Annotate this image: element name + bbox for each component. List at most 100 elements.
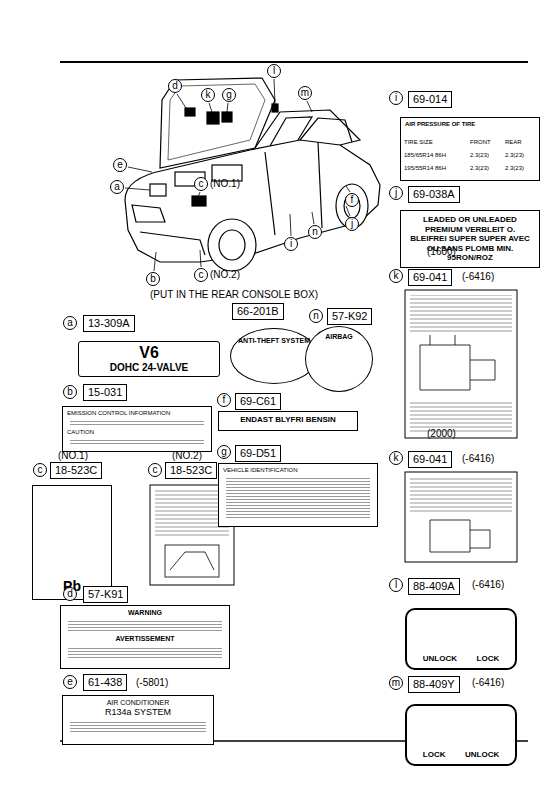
- callout-letter: n: [309, 309, 323, 323]
- part-number-box: 57-K91: [83, 586, 128, 603]
- label-text: LOCK: [477, 654, 500, 664]
- callout-letter: c: [194, 177, 208, 191]
- callout-letter: g: [217, 445, 231, 459]
- note-text: (-6416): [472, 579, 504, 591]
- label-text: VEHICLE IDENTIFICATION: [223, 467, 373, 474]
- callout-letter: g: [222, 88, 236, 102]
- callout-letter: j: [389, 186, 403, 200]
- table-cell: TIRE SIZE: [404, 139, 433, 146]
- note-text: (NO.1): [58, 450, 88, 462]
- part-number-box: 88-409A: [408, 578, 460, 595]
- label-text: 57-K91: [88, 588, 123, 601]
- callout-letter: k: [389, 269, 403, 283]
- table-cell: 2.3(23): [470, 165, 489, 172]
- fine-print-lines: [70, 438, 204, 446]
- sticker-art: [45, 140, 538, 736]
- label-text: 69-041: [413, 453, 447, 466]
- callout-letter: n: [308, 225, 322, 239]
- label-sticker: UNLOCKLOCK: [405, 608, 517, 670]
- part-number-box: 13-309A: [83, 315, 135, 332]
- callout-letter: m: [298, 86, 312, 100]
- label-text: 69-D51: [240, 447, 276, 460]
- label-text: 57-K92: [332, 310, 367, 323]
- table-cell: 195/55R14 86H: [404, 165, 446, 172]
- part-number-box: 66-201B: [232, 303, 284, 320]
- label-text: AVERTISSEMENT: [65, 635, 225, 643]
- label-text: 13-309A: [88, 317, 130, 330]
- note-text: (NO.2): [172, 450, 202, 462]
- note-text: (2000): [427, 428, 456, 440]
- label-text: 88-409Y: [413, 678, 455, 691]
- callout-letter: c: [148, 463, 162, 477]
- part-number-box: 57-K92: [327, 308, 372, 325]
- label-sticker: ENDAST BLYFRI BENSIN: [218, 411, 358, 431]
- part-number-box: 61-438: [83, 674, 127, 691]
- callout-letter: d: [63, 587, 77, 601]
- callout-letter: b: [63, 385, 77, 399]
- label-text: ANTI-THEFT SYSTEM: [237, 337, 311, 345]
- label-text: DOHC 24-VALVE: [82, 362, 216, 374]
- callout-letter: f: [345, 193, 359, 207]
- fine-print-lines: [68, 619, 222, 633]
- callout-letter: c: [194, 268, 208, 282]
- label-text: AIR CONDITIONER: [67, 699, 209, 707]
- label-text: 61-438: [88, 676, 122, 689]
- part-number-box: 69-C61: [235, 393, 281, 410]
- callout-letter: j: [345, 217, 359, 231]
- label-sticker: AIR CONDITIONERR134a SYSTEM: [62, 695, 214, 745]
- label-text: AIRBAG: [310, 333, 368, 341]
- label-text: ENDAST BLYFRI BENSIN: [223, 415, 353, 425]
- label-text: 69-041: [413, 271, 447, 284]
- callout-letter: c: [33, 463, 47, 477]
- label-sticker: AIRBAG: [305, 326, 373, 392]
- fine-print-lines: [70, 419, 204, 427]
- label-text: LOCK: [423, 750, 446, 760]
- fine-print-lines: [68, 646, 222, 660]
- label-text: WARNING: [65, 609, 225, 617]
- note-text: (-6416): [472, 677, 504, 689]
- label-sticker: LEADED OR UNLEADED PREMIUM VERBLEIT O. B…: [400, 210, 540, 268]
- note-text: (NO.1): [210, 178, 240, 190]
- fine-print-lines: [226, 476, 370, 520]
- callout-letter: i: [284, 237, 298, 251]
- part-number-box: 18-523C: [165, 462, 217, 479]
- label-text: EMISSION CONTROL INFORMATION: [67, 410, 207, 417]
- callout-letter: k: [201, 88, 215, 102]
- label-text: V6: [82, 343, 216, 362]
- callout-letter: l: [267, 64, 281, 78]
- callout-letter: k: [389, 451, 403, 465]
- label-sticker: Pb: [32, 485, 112, 600]
- label-sticker: VEHICLE IDENTIFICATION: [218, 463, 378, 527]
- label-text: 69-014: [413, 93, 447, 106]
- callout-letter: m: [389, 676, 403, 690]
- car: [125, 78, 380, 271]
- note-text: (1600): [427, 246, 456, 258]
- callout-letter: a: [110, 180, 124, 194]
- note-text: (NO.2): [210, 269, 240, 281]
- callout-letter: d: [168, 79, 182, 93]
- part-number-box: 88-409Y: [408, 676, 460, 693]
- part-number-box: 15-031: [83, 384, 127, 401]
- table-cell: REAR: [505, 139, 522, 146]
- table-cell: 2.3(23): [505, 165, 524, 172]
- label-sticker: WARNING AVERTISSEMENT: [60, 605, 230, 669]
- label-text: 69-038A: [413, 188, 455, 201]
- label-text: UNLOCK: [465, 750, 499, 760]
- label-sticker: EMISSION CONTROL INFORMATION CAUTION: [62, 406, 212, 452]
- label-text: CAUTION: [67, 429, 207, 436]
- label-text: 69-C61: [240, 395, 276, 408]
- callout-letter: b: [146, 272, 160, 286]
- callout-letter: e: [113, 158, 127, 172]
- label-sticker: V6DOHC 24-VALVE: [78, 341, 220, 377]
- label-text: AIR PRESSURE OF TIRE: [405, 121, 535, 128]
- callout-letter: f: [217, 393, 231, 407]
- callout-letter: a: [63, 316, 77, 330]
- label-text: 18-523C: [55, 464, 97, 477]
- table-cell: 185/65R14 86H: [404, 152, 446, 159]
- table-cell: 2.3(23): [505, 152, 524, 159]
- table-cell: FRONT: [470, 139, 491, 146]
- callout-letter: e: [63, 675, 77, 689]
- label-sticker: LOCK UNLOCK: [405, 704, 517, 766]
- leader-lines: [125, 79, 350, 271]
